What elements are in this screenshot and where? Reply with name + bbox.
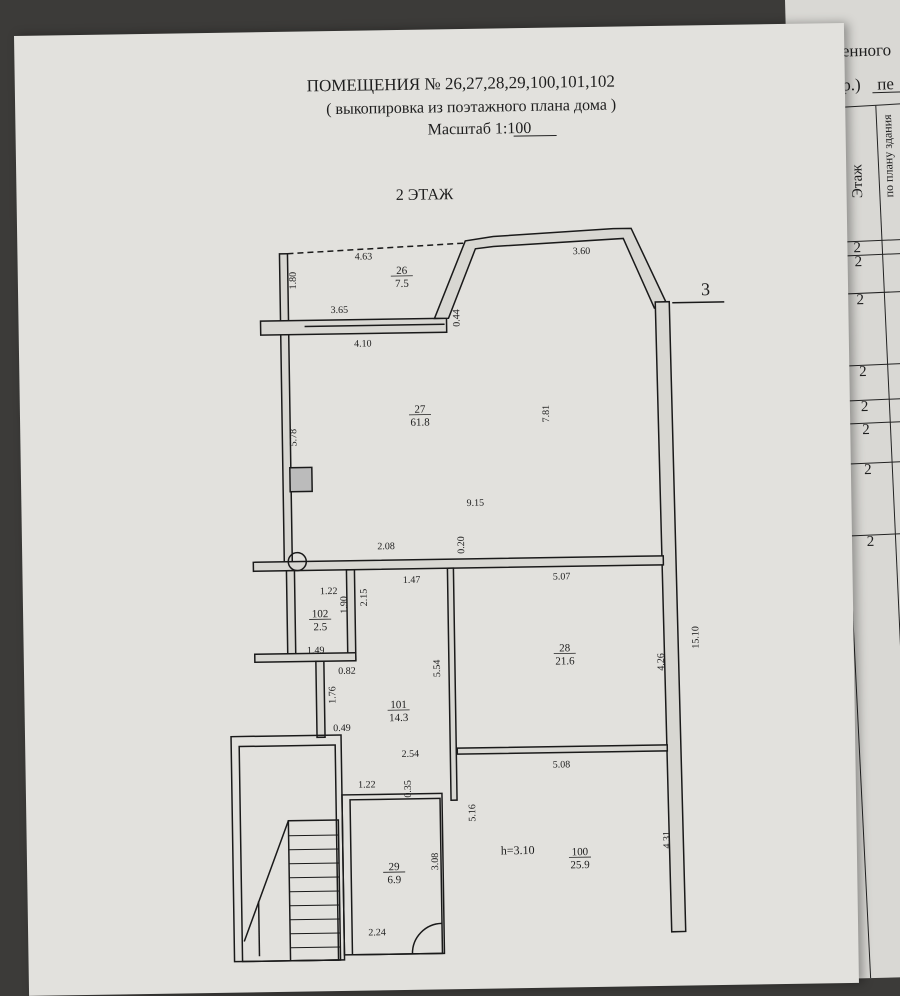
room-label-29: 296.9 [383, 861, 405, 886]
side-text-2-value: пе [877, 74, 894, 93]
dimension-label: 3.08 [430, 853, 441, 871]
dimension-label: 15.10 [690, 626, 701, 649]
column-floor-header: Этаж [849, 164, 866, 199]
dimension-label: 5.54 [432, 660, 443, 678]
room-number: 28 [559, 642, 571, 654]
room-number: 102 [312, 608, 329, 620]
dimension-label: 4.31 [662, 831, 673, 849]
walls [223, 227, 734, 962]
stair-tread [290, 933, 340, 934]
room-area: 6.9 [387, 874, 401, 886]
dimension-label: 4.10 [354, 338, 372, 349]
room-label-26: 267.5 [391, 265, 413, 290]
dimension-label: 2.54 [401, 749, 419, 760]
dimension-label: 0.44 [451, 309, 462, 327]
dimension-label: 0.20 [456, 536, 467, 554]
dimension-label: 0.35 [403, 780, 414, 798]
floor-label: 2 ЭТАЖ [396, 186, 454, 204]
dimension-label: 1.22 [358, 779, 376, 790]
room-number: 100 [572, 846, 589, 858]
dimension-label: 4.63 [355, 251, 373, 262]
dimension-label: 9.15 [467, 498, 485, 509]
dimension-label: 4.26 [656, 653, 667, 671]
room-area: 61.8 [410, 417, 430, 429]
floor-plan-drawing: ПОМЕЩЕНИЯ № 26,27,28,29,100,101,102 ( вы… [14, 23, 859, 996]
room-number: 26 [396, 265, 408, 277]
column-plan-header: по плану здания [880, 114, 896, 198]
axis-label: 3 [701, 279, 710, 299]
dimension-label: 1.90 [339, 596, 350, 614]
room-number: 27 [414, 404, 426, 416]
ceiling-height-label: h=3.10 [501, 843, 535, 858]
table-cell-floor: 2 [854, 254, 862, 270]
document-subtitle: ( выкопировка из поэтажного плана дома ) [326, 97, 616, 119]
dimension-label: 2.24 [368, 927, 386, 938]
room-area: 2.5 [313, 621, 327, 633]
dimension-label: 5.16 [467, 804, 478, 822]
dimension-label: 0.82 [338, 666, 356, 677]
table-cell-floor: 2 [862, 422, 870, 438]
stair-tread [289, 849, 339, 850]
dimension-label: 0.49 [333, 723, 351, 734]
dimension-label: 5.07 [553, 571, 571, 582]
room-area: 25.9 [570, 859, 590, 871]
dimension-label: 1.47 [403, 575, 421, 586]
table-cell-floor: 2 [861, 399, 869, 415]
dimension-label: 5.78 [288, 429, 299, 447]
room-area: 21.6 [555, 655, 575, 667]
dimension-label: 2.15 [359, 589, 370, 607]
document-title: ПОМЕЩЕНИЯ № 26,27,28,29,100,101,102 [307, 72, 615, 96]
dimension-label: 2.08 [377, 541, 395, 552]
table-cell-floor: 2 [867, 534, 875, 550]
table-cell-floor: 2 [856, 292, 864, 308]
dimension-label: 7.81 [541, 405, 552, 423]
dimension-label: 3.60 [573, 246, 591, 257]
dimension-label: 1.22 [320, 586, 338, 597]
dimension-label: 3.65 [331, 305, 349, 316]
dimension-label: 1.76 [327, 686, 338, 704]
dimension-label: 1.80 [288, 272, 299, 290]
room-area: 7.5 [395, 278, 409, 290]
stair-tread [289, 863, 339, 864]
stair-tread [290, 905, 340, 906]
table-cell-floor: 2 [864, 462, 872, 478]
room-area: 14.3 [389, 712, 409, 724]
dimension-label: 1.49 [307, 645, 325, 656]
stair-tread [289, 891, 339, 892]
table-cell-floor: 2 [859, 364, 867, 380]
stair-tread [289, 835, 339, 836]
room-number: 101 [390, 699, 407, 711]
stair-tread [290, 919, 340, 920]
dimension-label: 5.08 [553, 759, 571, 770]
stair-tread [290, 947, 340, 948]
room-number: 29 [389, 861, 401, 873]
stair-tread [289, 877, 339, 878]
floor-plan-page: ПОМЕЩЕНИЯ № 26,27,28,29,100,101,102 ( вы… [14, 23, 859, 996]
